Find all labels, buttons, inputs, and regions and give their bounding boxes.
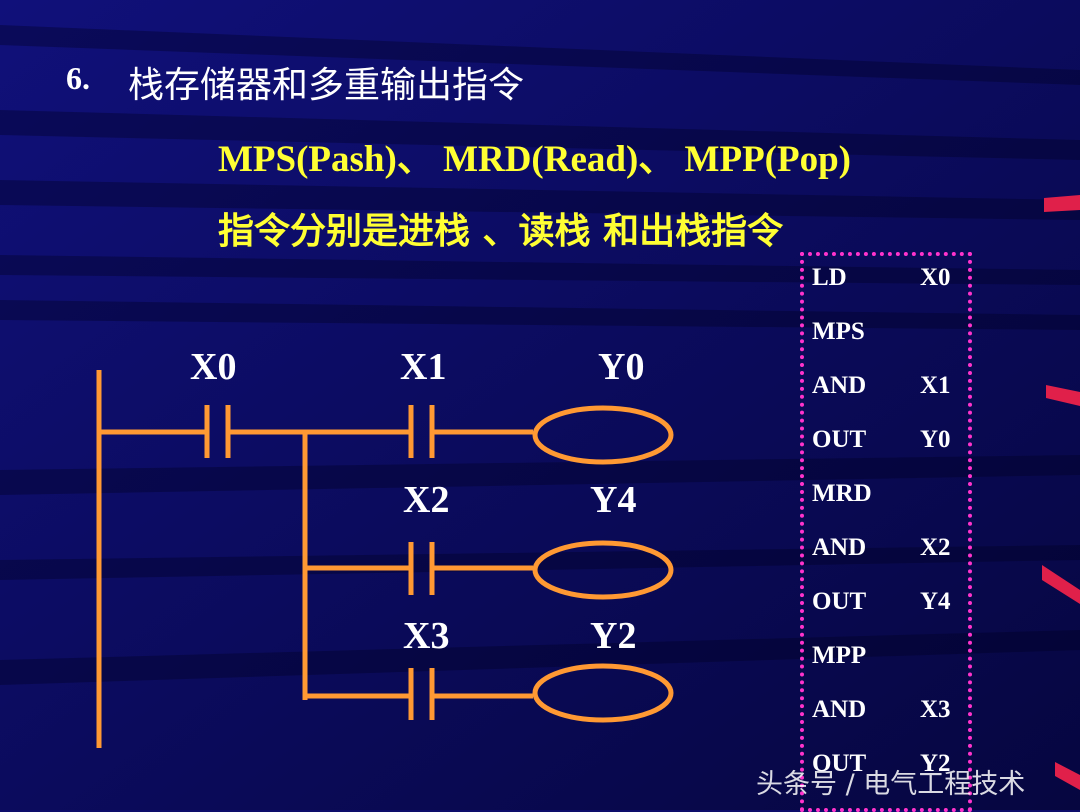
coil-y0 — [532, 405, 674, 465]
label-y2: Y2 — [590, 615, 637, 657]
label-x1: X1 — [400, 346, 447, 388]
program-op: OUT — [812, 750, 867, 777]
instruction-list: MPS(Pash)、 MRD(Read)、 MPP(Pop) — [218, 139, 851, 180]
program-arg: X0 — [920, 264, 951, 291]
program-op: AND — [812, 372, 867, 399]
label-x0: X0 — [190, 346, 237, 388]
label-x3: X3 — [403, 615, 450, 657]
title-number: 6. — [66, 60, 90, 96]
label-x2: X2 — [403, 479, 450, 521]
program-op: AND — [812, 534, 867, 561]
program-arg: Y2 — [920, 750, 951, 777]
program-op: MRD — [812, 480, 872, 507]
program-op: OUT — [812, 426, 867, 453]
program-arg: X3 — [920, 696, 951, 723]
label-y4: Y4 — [590, 479, 637, 521]
program-op: MPS — [812, 318, 865, 345]
program-op: OUT — [812, 588, 867, 615]
watermark: 头条号 / 电气工程技术 — [756, 769, 1026, 800]
coil-y2 — [532, 663, 674, 723]
program-op: AND — [812, 696, 867, 723]
instruction-description: 指令分别是进栈 、读栈 和出栈指令 — [218, 211, 784, 252]
program-arg: Y0 — [920, 426, 951, 453]
program-arg: X1 — [920, 372, 951, 399]
program-op: MPP — [812, 642, 867, 669]
label-y0: Y0 — [598, 346, 645, 388]
program-arg: Y4 — [920, 588, 951, 615]
page-title: 栈存储器和多重输出指令 — [128, 65, 525, 106]
coil-y4 — [532, 540, 674, 600]
program-arg: X2 — [920, 534, 951, 561]
program-op: LD — [812, 264, 847, 291]
